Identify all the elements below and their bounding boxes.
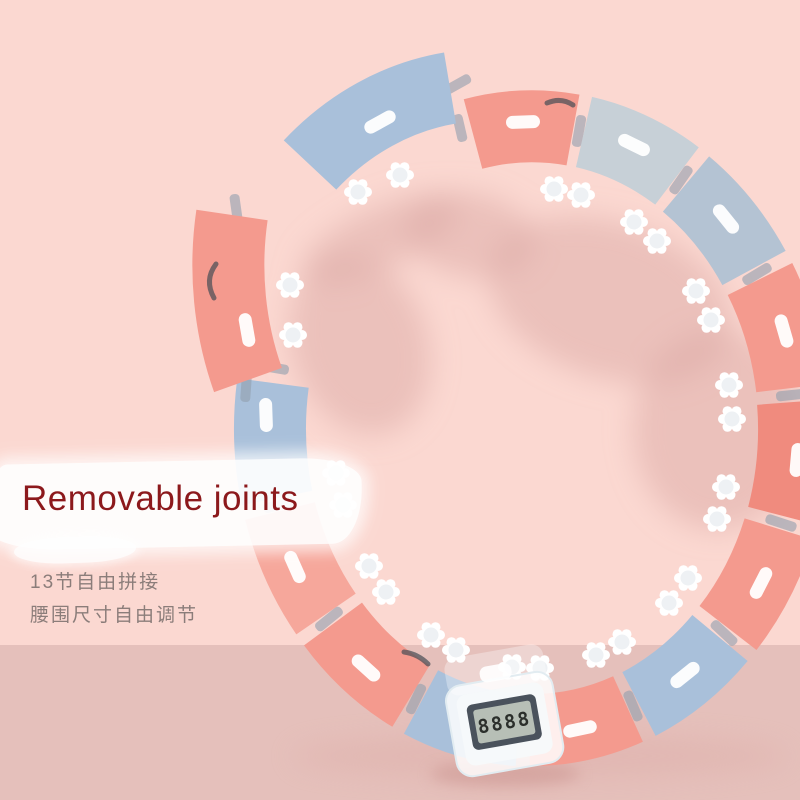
- segment-button: [670, 661, 700, 689]
- caption-line-cn-2: 腰围尺寸自由调节: [30, 605, 199, 626]
- caption-line-cn-1: 13节自由拼接: [30, 572, 161, 593]
- step-counter: 8888: [444, 644, 565, 778]
- joint-pin: [229, 193, 243, 223]
- segment-button: [712, 204, 740, 234]
- joint-pin: [710, 620, 738, 646]
- joint-pin: [742, 262, 772, 286]
- segment-button: [618, 133, 650, 157]
- grip-groove: [207, 261, 219, 301]
- caption-title: Removable joints: [22, 479, 299, 518]
- hoop-segment: [699, 517, 800, 651]
- joint-pin: [452, 114, 468, 142]
- joint-pin: [669, 165, 693, 195]
- joint-pin: [444, 74, 472, 94]
- segment-button: [563, 720, 597, 738]
- lcd-screen: [473, 700, 536, 744]
- counter-clip: [479, 663, 512, 683]
- segment-button: [259, 398, 273, 432]
- segment-button: [789, 443, 800, 477]
- joint-pin: [405, 683, 427, 715]
- joint-pin: [315, 606, 343, 632]
- segment-button: [284, 550, 306, 584]
- segment-button: [364, 110, 396, 134]
- segment-button: [506, 115, 540, 129]
- grip-groove: [401, 649, 431, 667]
- grip-groove: [544, 97, 576, 108]
- detached-segment-blue: [283, 52, 576, 191]
- segment-buttons: [259, 115, 800, 738]
- joint-pin: [765, 514, 797, 532]
- segment-button: [749, 567, 773, 599]
- segment-button: [351, 654, 381, 682]
- detached-segment-pink: [192, 193, 283, 403]
- joint-pin: [623, 690, 643, 722]
- joint-pin: [775, 388, 800, 402]
- segment-button: [774, 314, 794, 348]
- segment-button: [238, 313, 256, 347]
